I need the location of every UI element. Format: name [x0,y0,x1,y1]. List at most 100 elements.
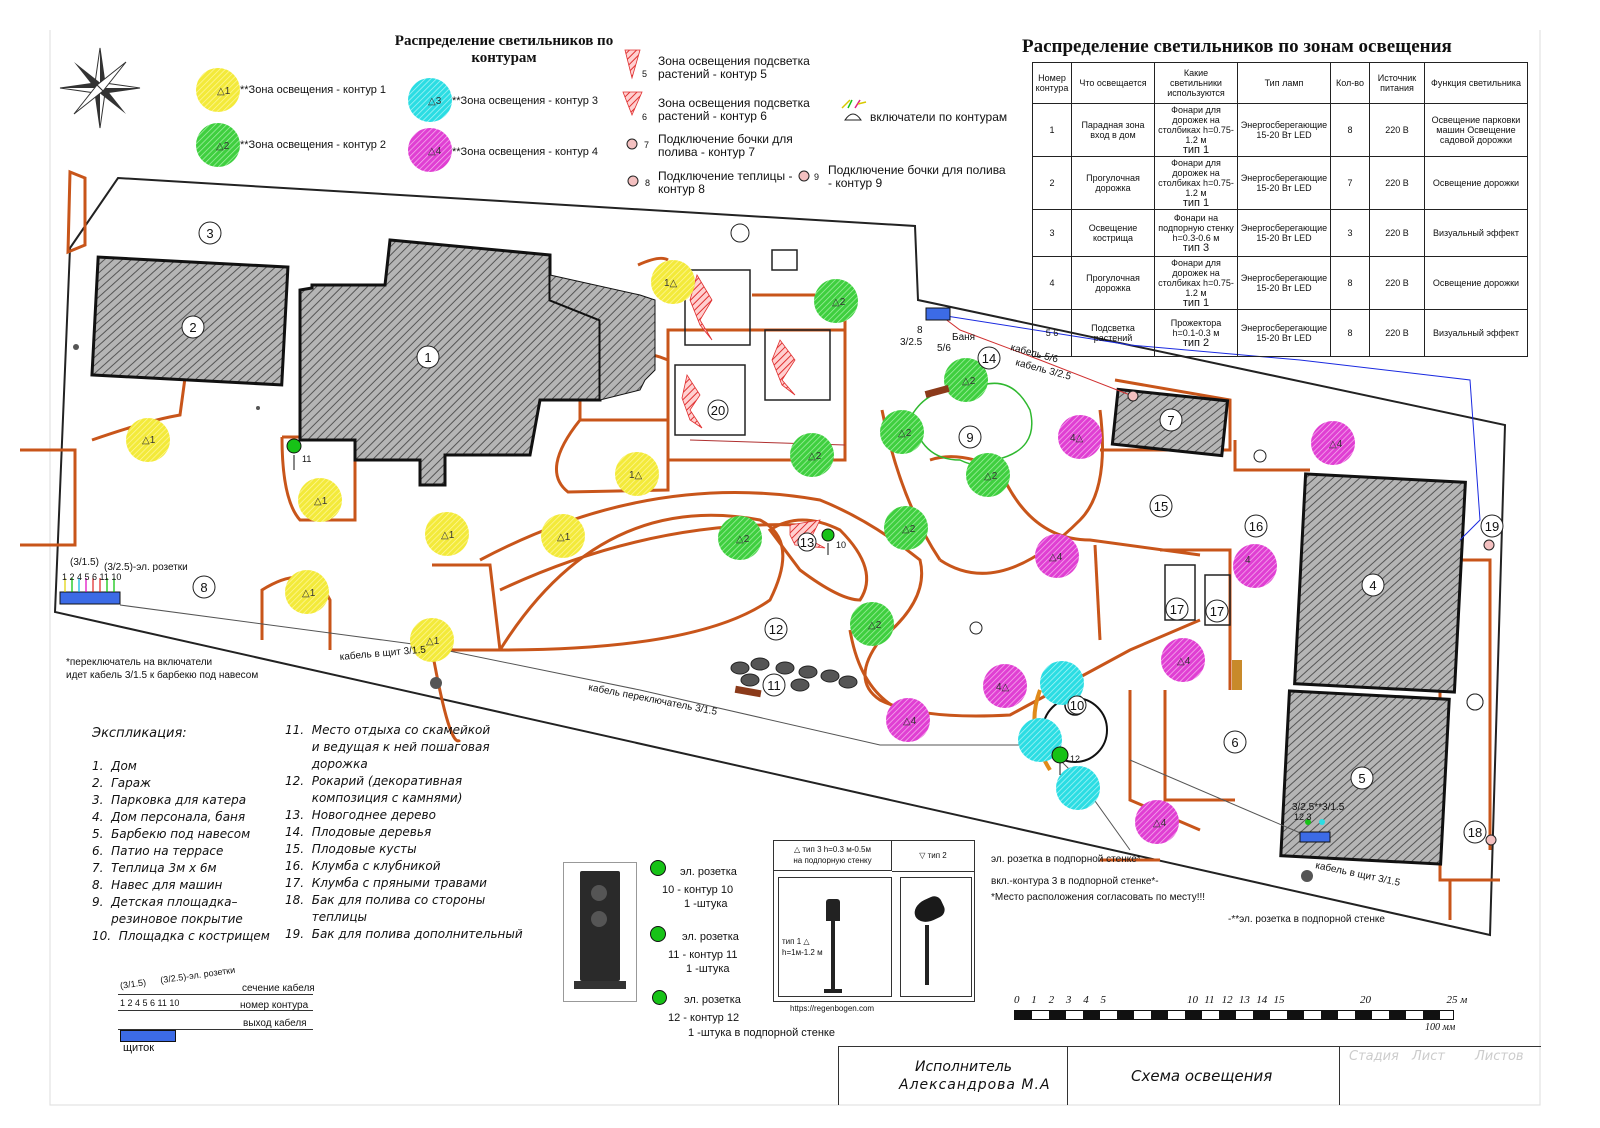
svg-text:△1: △1 [142,435,156,446]
th: Кол-во [1330,62,1370,104]
cell: Прогулочная дорожка [1071,156,1155,210]
legend-z3: **Зона освещения - контур 3 [452,95,598,107]
plan-num: 10 [1070,698,1084,713]
socket-icon [652,990,667,1005]
cell: 220 В [1369,156,1425,210]
socket-post-image [563,862,637,1002]
explication-item: 3. Парковка для катера [92,793,247,807]
cell: 1 [1032,103,1072,157]
explication-item: 7. Теплица 3м х 6м [92,861,217,875]
plan-num: 18 [1468,825,1482,840]
svg-text:△4: △4 [1177,656,1191,667]
legend-num: 9 [814,172,820,182]
explication-item: 15. Плодовые кусты [285,842,417,856]
explication-item: 19. Бак для полива дополнительный [285,927,523,941]
socket-10-a: эл. розетка [680,866,737,878]
bench-9 [924,384,950,398]
table-row: 5 6 Подсветка растений Прожектора h=0.1-… [1032,309,1528,357]
hatch-5a [689,273,713,341]
plan-num: 15 [1154,499,1168,514]
panel-shield-icon [120,1030,176,1042]
plan-num: 3 [206,226,213,241]
executor-name: Александрова М.А [899,1077,1051,1093]
svg-text:1△: 1△ [664,278,678,289]
lantern-icon [826,899,840,921]
stamp-stage: Стадия [1349,1049,1399,1064]
socket-12-a: эл. розетка [684,994,741,1006]
cell: 4 [1032,256,1072,310]
cell: Подсветка растений [1071,309,1155,357]
explication-item: 13. Новогоднее дерево [285,808,436,822]
explication-item: 1. Дом [92,759,137,773]
scale-tick: 13 [1238,994,1250,1006]
cell: Фонари для дорожек на столбиках h=0.75-1… [1154,256,1238,310]
plan-num: 6 [1231,735,1238,750]
svg-text:△2: △2 [832,297,846,308]
cell: 8 [1330,103,1370,157]
th: Номер контура [1032,62,1072,104]
cell: Энергосберегающие 15-20 Вт LED [1237,209,1331,257]
cell: Фонари для дорожек на столбиках h=0.75-1… [1154,156,1238,210]
explication-item: 11. Место отдыха со скамейкой [285,723,491,737]
explication-list-2: 11. Место отдыха со скамейкой и ведущая … [285,722,523,943]
type3-sub: на подпорную стенку [793,856,872,865]
cell: Энергосберегающие 15-20 Вт LED [1237,156,1331,210]
cell: 2 [1032,156,1072,210]
hatch-5b [771,339,796,396]
panel-legend-r1: сечение кабеля [242,983,315,994]
legend-num: 6 [642,112,648,122]
explication-item: 6. Патио на террасе [92,844,224,858]
bench [734,685,762,698]
plan-num: 2 [189,320,196,335]
svg-text:4△: 4△ [1070,433,1084,444]
cable-label: кабель в щит 3/1.5 [339,643,426,663]
socket-11-a: эл. розетка [682,931,739,943]
cell: 8 [1330,309,1370,357]
stamp-sheet: Лист [1412,1049,1445,1064]
cell: Освещение дорожки [1424,156,1528,210]
plan-num: 4 [1369,578,1376,593]
socket-12-c: 1 -штука в подпорной стенке [688,1027,835,1039]
plan-num: 13 [800,535,814,550]
cell: Прогулочная дорожка [1071,256,1155,310]
scale-tick: 1 [1031,994,1037,1006]
cell: 220 В [1369,103,1425,157]
cable-label: кабель переключатель 3/1.5 [587,681,718,718]
hatch-5c [681,373,703,429]
explication-item: теплицы [285,910,368,924]
table-row: 2 Прогулочная дорожка Фонари для дорожек… [1032,156,1528,210]
legend-z6: Зона освещения подсветка растений - конт… [658,96,810,123]
cell: Визуальный эффект [1424,209,1528,257]
bed-5a [684,269,751,346]
lamp-types-box: △ тип 3 h=0.3 м-0.5м на подпорную стенку… [773,840,975,1002]
note-wall-2: вкл.-контура 3 в подпорной стенке*- [991,876,1159,887]
svg-text:△4: △4 [1049,552,1063,563]
cell: 8 [1330,256,1370,310]
stamp-sheets: Листов [1475,1049,1524,1064]
socket-icon [650,860,666,876]
th: Какие светильники используются [1154,62,1238,104]
legend-markers [626,113,862,187]
compass-icon [59,47,141,129]
cell: Освещение кострища [1071,209,1155,257]
svg-text:△4: △4 [903,716,917,727]
scale-unit: 100 мм [1425,1022,1456,1033]
zones-title: Распределение светильников по зонам осве… [1022,36,1452,57]
contours-title: Распределение светильников по контурам [394,33,614,66]
svg-text:11: 11 [302,454,311,464]
plan-num: 9 [966,430,973,445]
legend-z7: Подключение бочки для полива - контур 7 [658,132,793,159]
explication-item: 10. Площадка с кострищем [92,929,270,943]
explication-item: 5. Барбекю под навесом [92,827,251,841]
lights-contour-1 [126,68,695,662]
plan-num: 8 [200,580,207,595]
explication-item: 2. Гараж [92,776,151,790]
svg-text:△2: △2 [736,534,750,545]
explication-item: 8. Навес для машин [92,878,223,892]
title-block: Исполнитель Александрова М.А Схема освещ… [838,1046,1541,1105]
svg-text:12: 12 [1070,754,1080,764]
svg-text:△2: △2 [984,471,998,482]
plan-num: 5 [1358,771,1365,786]
